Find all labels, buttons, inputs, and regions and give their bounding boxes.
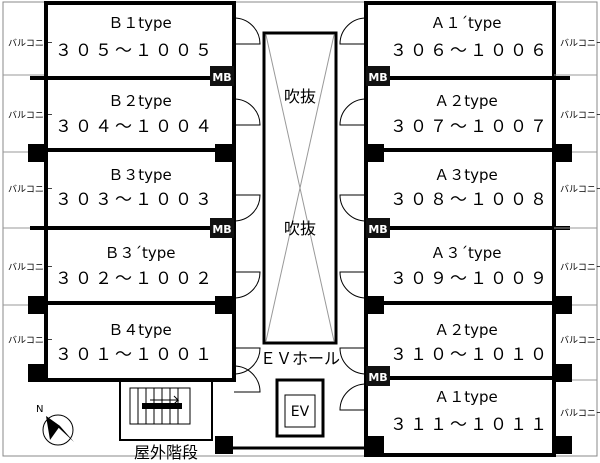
svg-text:３０７～１００７: ３０７～１００７ [390,117,550,137]
left-balcony-labels: バルコニー バルコニー バルコニー バルコニー バルコニー [8,38,53,346]
svg-text:バルコニー: バルコニー [560,184,600,195]
svg-text:Ａ１΄type: Ａ１΄type [430,14,501,32]
svg-text:３０３～１００３: ３０３～１００３ [55,190,215,210]
left-doors [233,17,261,393]
left-unit-b2: Ｂ２type ３０４～１００４ [55,92,215,137]
svg-text:バルコニー: バルコニー [560,38,600,49]
mb-box-left-1: MB [210,66,234,86]
right-balcony-labels: バルコニー バルコニー バルコニー バルコニー バルコニー バルコニー [560,38,600,419]
ev-hall-label: ＥＶホール [260,349,340,368]
mb-box-right-1: MB [366,66,390,86]
svg-text:バルコニー: バルコニー [8,262,53,273]
right-doors [339,17,367,411]
right-unit-a1: Ａ１type ３１１～１０１１ [390,388,550,435]
svg-text:バルコニー: バルコニー [8,110,53,121]
svg-text:バルコニー: バルコニー [8,184,53,195]
svg-text:Ｂ１type: Ｂ１type [108,14,172,32]
svg-text:MB: MB [212,223,231,236]
svg-text:バルコニー: バルコニー [560,408,600,419]
svg-text:バルコニー: バルコニー [8,38,53,49]
void-area: 吹抜 吹抜 [262,31,338,345]
right-unit-a2-lower: Ａ２type ３１０～１０１０ [390,321,550,365]
svg-text:３１０～１０１０: ３１０～１０１０ [390,345,550,365]
svg-text:Ａ３type: Ａ３type [434,166,498,184]
svg-text:Ａ１type: Ａ１type [434,388,498,406]
svg-text:MB: MB [368,223,387,236]
elevator: EV [275,378,325,438]
svg-text:Ａ２type: Ａ２type [434,321,498,339]
svg-text:MB: MB [212,71,231,84]
svg-text:バルコニー: バルコニー [8,335,53,346]
mb-box-right-3: MB [366,366,390,386]
right-unit-a2: Ａ２type ３０７～１００７ [390,92,550,137]
svg-text:３１１～１０１１: ３１１～１０１１ [390,415,550,435]
svg-text:Ａ２type: Ａ２type [434,92,498,110]
left-unit-b3-prime: Ｂ３΄type ３０２～１００２ [55,244,215,289]
svg-text:Ｂ３΄type: Ｂ３΄type [104,244,175,262]
svg-text:バルコニー: バルコニー [560,335,600,346]
mb-box-left-2: MB [210,218,234,238]
svg-text:３０４～１００４: ３０４～１００４ [55,117,215,137]
void-label-upper: 吹抜 [284,87,316,106]
right-unit-a1-prime: Ａ１΄type ３０６～１００６ [390,14,550,61]
svg-text:Ａ３΄type: Ａ３΄type [430,244,501,262]
mb-box-right-2: MB [366,218,390,238]
left-unit-b1: Ｂ１type ３０５～１００５ [55,14,215,61]
right-unit-a3: Ａ３type ３０８～１００８ [390,166,550,210]
svg-text:３０５～１００５: ３０５～１００５ [55,41,215,61]
svg-text:バルコニー: バルコニー [560,110,600,121]
svg-text:EV: EV [291,404,310,420]
outdoor-stairs [119,379,213,441]
stairs-label: 屋外階段 [134,443,198,462]
svg-text:Ｂ２type: Ｂ２type [108,92,172,110]
svg-text:バルコニー: バルコニー [560,262,600,273]
svg-text:３０２～１００２: ３０２～１００２ [55,269,215,289]
svg-text:MB: MB [368,371,387,384]
svg-text:MB: MB [368,71,387,84]
right-unit-a3-prime: Ａ３΄type ３０９～１００９ [390,244,550,289]
left-unit-b4: Ｂ４type ３０１～１００１ [55,321,215,365]
svg-text:N: N [36,404,43,415]
svg-text:３０９～１００９: ３０９～１００９ [390,269,550,289]
svg-text:Ｂ４type: Ｂ４type [108,321,172,339]
left-unit-b3: Ｂ３type ３０３～１００３ [55,166,215,210]
svg-text:３０６～１００６: ３０６～１００６ [390,41,550,61]
svg-text:Ｂ３type: Ｂ３type [108,166,172,184]
void-label-lower: 吹抜 [284,219,316,238]
building-outline [2,1,598,457]
svg-text:３０８～１００８: ３０８～１００８ [390,190,550,210]
svg-text:３０１～１００１: ３０１～１００１ [55,345,215,365]
north-arrow-icon: N [36,404,74,446]
